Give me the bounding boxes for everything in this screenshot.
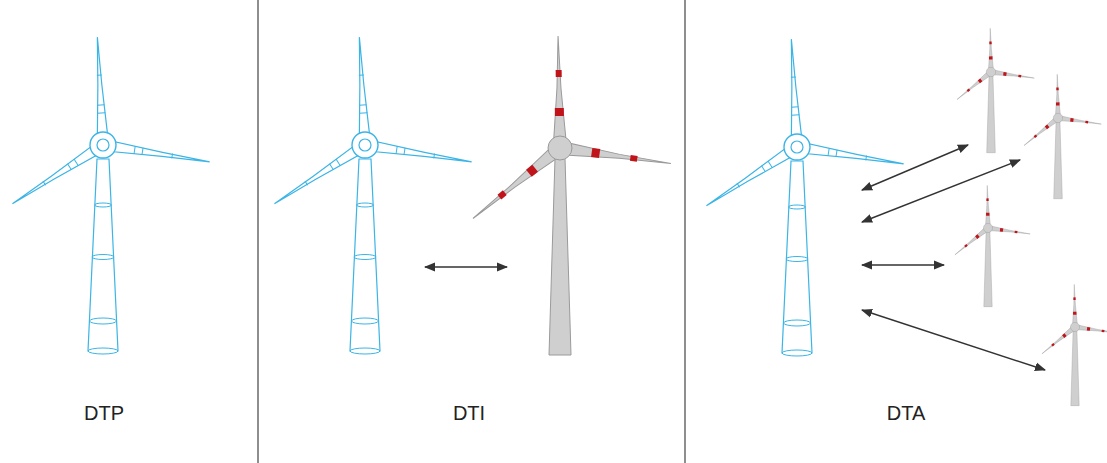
- panel-label: DTI: [453, 402, 485, 425]
- panel-label: DTA: [887, 402, 926, 425]
- panel-label: DTP: [84, 402, 124, 425]
